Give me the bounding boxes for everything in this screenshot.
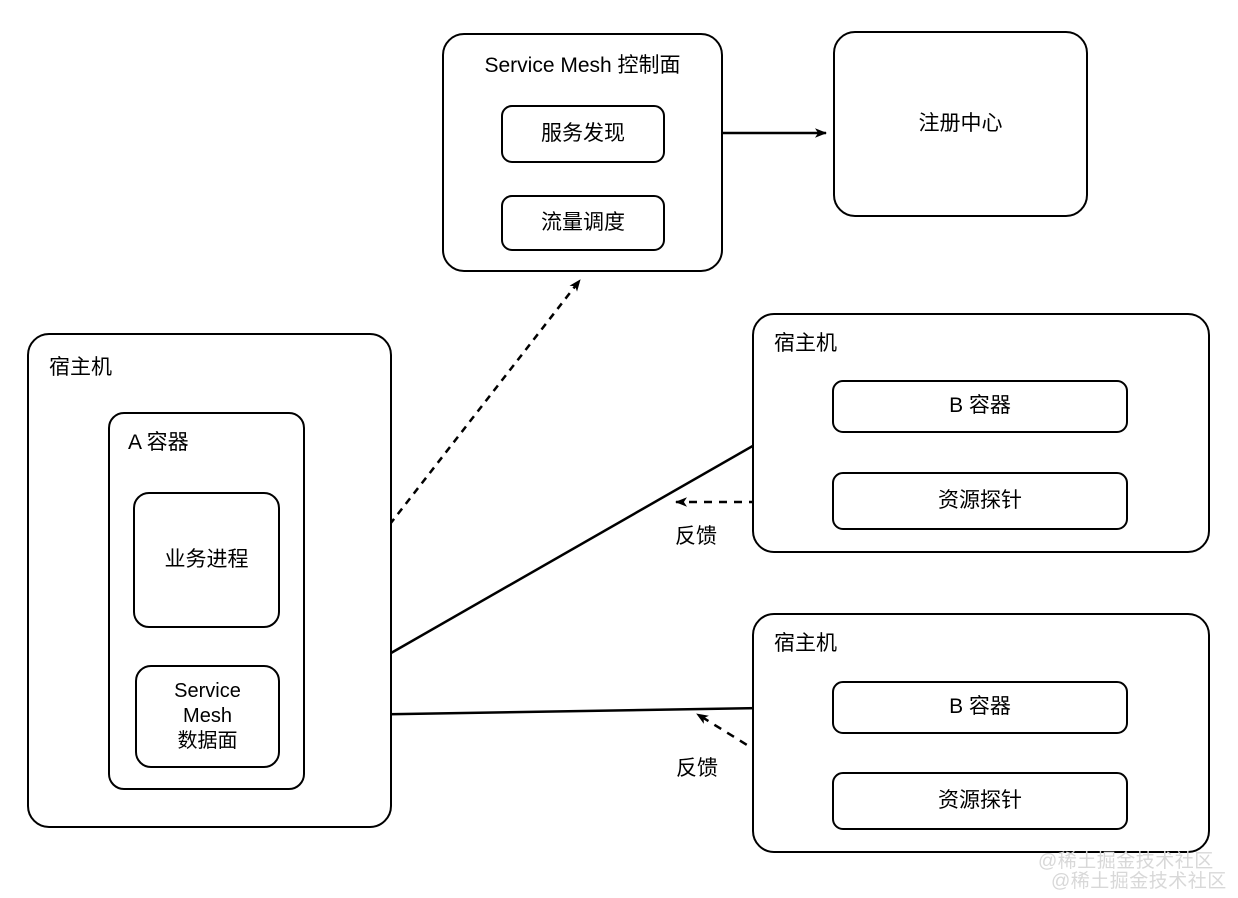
sidecar-label-line2: Mesh	[183, 705, 232, 727]
b-container-box-top[interactable]: B 容器	[832, 380, 1128, 433]
b-container-label-bottom: B 容器	[949, 695, 1011, 719]
registry-center-label: 注册中心	[918, 111, 1003, 135]
sidecar-label-line3: 数据面	[177, 730, 238, 752]
traffic-scheduling-box[interactable]: 流量调度	[501, 195, 665, 251]
resource-probe-label-top: 资源探针	[938, 488, 1022, 512]
sidecar-label-line1: Service	[174, 680, 241, 702]
b-container-label-top: B 容器	[949, 394, 1011, 418]
resource-probe-label-bottom: 资源探针	[938, 788, 1022, 812]
registry-center-box[interactable]: 注册中心	[833, 31, 1088, 217]
watermark-line-2: @稀土掘金技术社区	[1051, 871, 1227, 892]
service-discovery-label: 服务发现	[541, 121, 625, 145]
control-plane-label: Service Mesh 控制面	[484, 54, 681, 77]
business-process-box[interactable]: 业务进程	[133, 492, 280, 628]
business-process-label: 业务进程	[164, 547, 249, 571]
service-discovery-box[interactable]: 服务发现	[501, 105, 665, 163]
resource-probe-box-bottom[interactable]: 资源探针	[832, 772, 1128, 830]
host-left-label: 宿主机	[49, 356, 112, 379]
host-bottom-right-label: 宿主机	[774, 632, 837, 655]
traffic-scheduling-label: 流量调度	[541, 210, 625, 234]
sidecar-box[interactable]: Service Mesh 数据面	[135, 665, 280, 768]
container-a-label: A 容器	[128, 431, 189, 454]
feedback-label-bottom: 反馈	[676, 757, 718, 780]
watermark-line-1: @稀土掘金技术社区	[1038, 851, 1214, 872]
feedback-label-top: 反馈	[675, 525, 717, 548]
resource-probe-box-top[interactable]: 资源探针	[832, 472, 1128, 530]
host-top-right-label: 宿主机	[774, 332, 837, 355]
b-container-box-bottom[interactable]: B 容器	[832, 681, 1128, 734]
